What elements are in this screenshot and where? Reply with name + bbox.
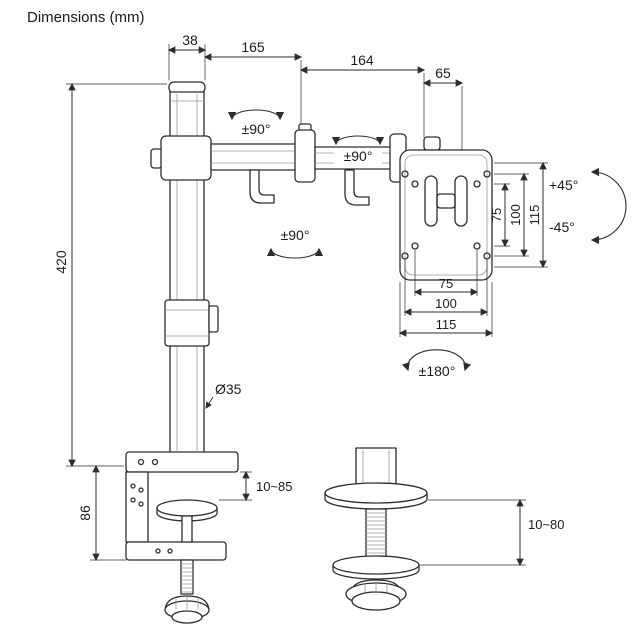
cable-hook: [344, 169, 370, 206]
cable-clip: [208, 305, 219, 333]
lower-swivel-annotation: ±90°: [266, 227, 324, 259]
top-dimension-chain: 38 165 164 65: [167, 32, 464, 150]
grommet-washer: [332, 555, 420, 575]
dim-pole-diameter: Ø35: [215, 381, 242, 397]
rotation-plate-label: ±180°: [419, 363, 456, 379]
dim-arm-segment-1: 165: [241, 39, 265, 55]
tilt-up-label: +45°: [549, 177, 578, 193]
dim-vesa-v-outer: 115: [527, 205, 542, 226]
clamp-screw: [180, 559, 194, 595]
dim-vesa-offset: 65: [435, 65, 451, 81]
dim-vesa-v-middle: 100: [508, 204, 523, 226]
dim-arm-segment-2: 164: [350, 52, 374, 68]
rotation-lower-swivel: ±90°: [281, 227, 310, 243]
rotation-pole-swivel: ±90°: [242, 121, 271, 137]
left-dimension-chain: 420 86: [53, 82, 167, 562]
plate-rotation-annotation: ±180°: [401, 349, 472, 379]
tilt-annotation: +45° -45°: [549, 167, 627, 245]
desk-clamp-drawing: [125, 451, 239, 624]
diagram-title: Dimensions (mm): [27, 9, 145, 26]
clamp-pad: [156, 499, 218, 517]
vesa-plate-drawing: [399, 149, 493, 281]
tilt-down-label: -45°: [549, 219, 575, 235]
arm-swivel-annotation: ±90°: [331, 135, 385, 164]
rotation-arm-swivel: ±90°: [344, 148, 373, 164]
dim-clamp-desk-range: 10~85: [256, 479, 293, 494]
dim-pole-height: 420: [53, 250, 69, 274]
vesa-horizontal-dimensions: 75 100 115: [398, 250, 494, 337]
dim-vesa-v-inner: 75: [489, 208, 504, 222]
grommet-range-dimension: 10~80: [420, 498, 565, 567]
dim-vesa-h-middle: 100: [435, 296, 457, 311]
pole-collar: [160, 135, 212, 181]
cable-sleeve: [164, 299, 210, 347]
dim-pole-top-width: 38: [182, 32, 198, 48]
dim-vesa-h-outer: 115: [436, 317, 457, 332]
tilt-knob: [423, 136, 441, 151]
dim-grommet-desk-range: 10~80: [528, 517, 565, 532]
arm-mid-joint: [294, 129, 316, 183]
dim-clamp-bracket-height: 86: [77, 505, 93, 521]
pole-swivel-annotation: ±90°: [227, 109, 285, 137]
vesa-vertical-dimensions: 75 100 115: [489, 161, 548, 269]
cable-hook: [249, 169, 275, 204]
clamp-range-dimension: 10~85: [219, 470, 293, 502]
pole-diameter-callout: Ø35: [205, 381, 242, 409]
grommet-mount-drawing: [324, 447, 428, 611]
dim-vesa-h-inner: 75: [439, 276, 453, 291]
